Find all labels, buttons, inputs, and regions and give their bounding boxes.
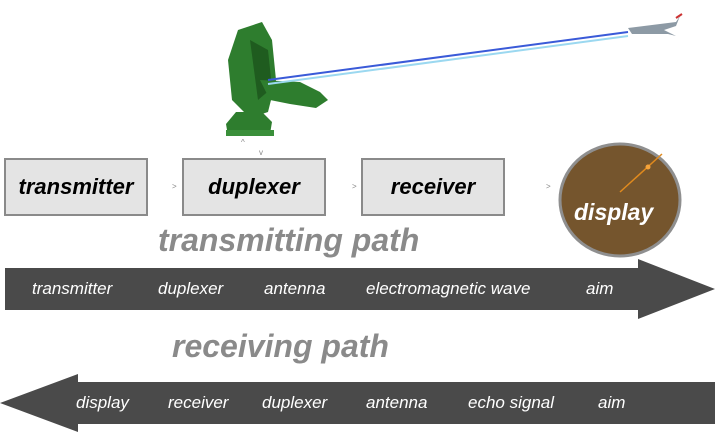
receiving-path-title: receiving path <box>172 328 389 364</box>
transmit-beam <box>267 31 629 81</box>
transmitting-path-arrow <box>5 259 715 319</box>
transmitting-path-title: transmitting path <box>158 222 420 258</box>
echo-beam <box>267 35 629 85</box>
receive-item: display <box>76 393 129 412</box>
transmit-item: electromagnetic wave <box>366 279 531 298</box>
display-label: display <box>574 199 654 225</box>
aircraft-icon <box>628 13 683 36</box>
transmit-item: aim <box>586 279 614 298</box>
display-scope <box>558 142 682 258</box>
receiving-path-arrow <box>0 374 715 432</box>
receiver-label: receiver <box>390 174 476 199</box>
duplexer-block: duplexer <box>182 158 326 216</box>
receive-item: aim <box>598 393 626 412</box>
receive-item: echo signal <box>468 393 555 412</box>
receive-item: antenna <box>366 393 428 412</box>
transmit-item: duplexer <box>158 279 224 298</box>
transmit-item: antenna <box>264 279 326 298</box>
connector-mark: v <box>259 148 263 157</box>
connector-mark: > <box>172 182 177 191</box>
receiver-block: receiver <box>361 158 505 216</box>
receive-item: receiver <box>168 393 229 412</box>
transmit-item: transmitter <box>32 279 113 298</box>
connector-mark: > <box>352 182 357 191</box>
receive-item: duplexer <box>262 393 328 412</box>
duplexer-label: duplexer <box>208 174 300 199</box>
antenna-icon <box>226 22 328 136</box>
connector-mark: > <box>546 182 551 191</box>
transmitter-block: transmitter <box>4 158 148 216</box>
connector-mark: ^ <box>241 138 245 147</box>
transmitter-label: transmitter <box>18 174 134 199</box>
